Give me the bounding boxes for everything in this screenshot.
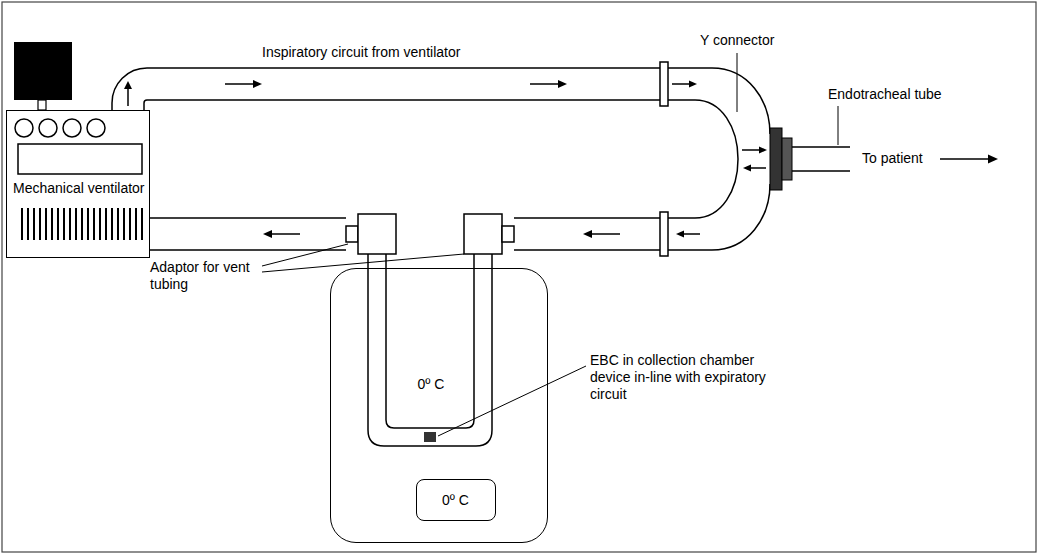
adaptor-tab bbox=[502, 226, 514, 242]
direction-label: To patient bbox=[862, 150, 923, 167]
cold-chamber: 0º C 0º C bbox=[330, 268, 548, 543]
u-tube-wall bbox=[386, 254, 474, 428]
tube-coupling bbox=[660, 62, 668, 106]
control-knob bbox=[15, 119, 33, 137]
patient-arrow bbox=[940, 158, 990, 160]
node-text: 0º C bbox=[442, 492, 469, 509]
arrow-head bbox=[583, 230, 592, 238]
monitor-screen bbox=[14, 42, 72, 100]
arrow-head bbox=[558, 80, 567, 88]
direction-label-anchor: To patient bbox=[862, 150, 923, 167]
adaptor-body bbox=[464, 214, 502, 254]
flow-arrow bbox=[750, 167, 766, 169]
leader-line bbox=[838, 106, 839, 145]
vent-grille bbox=[22, 208, 142, 240]
flow-arrow bbox=[590, 233, 620, 235]
control-knob bbox=[63, 119, 81, 137]
arrow-head bbox=[263, 230, 272, 238]
leader-line bbox=[438, 366, 586, 436]
y-connector-wall bbox=[668, 184, 770, 250]
display-panel bbox=[18, 144, 142, 174]
circuit-label-anchor: Inspiratory circuit from ventilator bbox=[262, 44, 460, 61]
expiratory-tube-wall bbox=[150, 218, 346, 250]
part-label-anchor: Y connector bbox=[700, 32, 774, 49]
part-label: Adaptor for vent tubing bbox=[150, 259, 265, 293]
flow-arrow bbox=[672, 83, 690, 85]
monitor-stand bbox=[38, 100, 46, 110]
ventilator-body: Mechanical ventilator bbox=[6, 110, 150, 258]
flow-arrow bbox=[683, 233, 700, 235]
circuit-label: Inspiratory circuit from ventilator bbox=[262, 44, 460, 61]
flow-arrow bbox=[742, 149, 760, 151]
flow-arrow bbox=[270, 233, 300, 235]
y-connector-wall bbox=[668, 100, 738, 218]
part-label-anchor: Adaptor for vent tubing bbox=[150, 259, 265, 293]
control-knob bbox=[87, 119, 105, 137]
part-label: Endotracheal tube bbox=[828, 86, 942, 103]
arrow-head bbox=[676, 231, 684, 238]
node-text: Mechanical ventilator bbox=[13, 180, 145, 197]
control-knob bbox=[39, 119, 57, 137]
adaptor-body bbox=[358, 214, 396, 254]
leader-line bbox=[737, 53, 738, 112]
tube-connector bbox=[770, 128, 782, 190]
tube-coupling bbox=[660, 212, 668, 256]
temperature-box: 0º C bbox=[416, 479, 496, 521]
arrow-head bbox=[759, 147, 767, 154]
annotation-label-anchor: EBC in collection chamber device in-line… bbox=[590, 352, 778, 402]
inspiratory-tube-wall bbox=[144, 100, 660, 110]
annotation-label: EBC in collection chamber device in-line… bbox=[590, 352, 778, 402]
inspiratory-tube-wall bbox=[112, 68, 660, 110]
leader-line bbox=[262, 254, 464, 272]
condensate-sample bbox=[424, 432, 436, 442]
flow-arrow bbox=[530, 83, 560, 85]
flow-arrow bbox=[225, 83, 255, 85]
y-connector-wall bbox=[668, 68, 770, 134]
tube-connector bbox=[782, 138, 792, 180]
arrow-head bbox=[689, 81, 697, 88]
arrow-head bbox=[743, 165, 751, 172]
u-tube-wall bbox=[368, 254, 492, 446]
arrow-head bbox=[988, 155, 998, 164]
part-label: Y connector bbox=[700, 32, 774, 49]
part-label-anchor: Endotracheal tube bbox=[828, 86, 942, 103]
node-text: 0º C bbox=[418, 376, 445, 393]
arrow-head bbox=[253, 80, 262, 88]
flow-arrow bbox=[127, 88, 129, 106]
endotracheal-tube bbox=[792, 147, 850, 171]
adaptor-tab bbox=[346, 226, 358, 242]
expiratory-tube-wall bbox=[514, 218, 660, 250]
arrow-head bbox=[124, 81, 132, 89]
leader-line bbox=[262, 244, 348, 266]
